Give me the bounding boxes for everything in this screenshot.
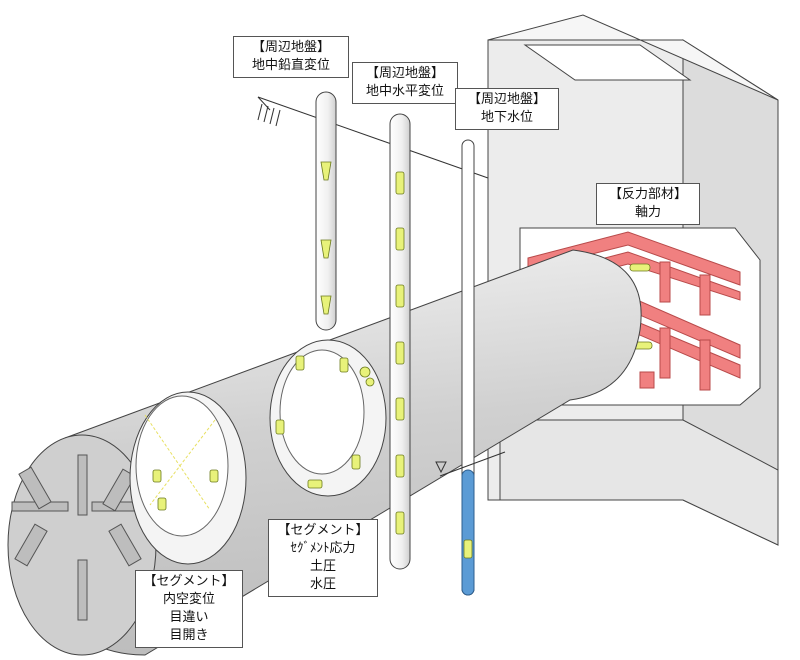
label-horizontal-title: 【周辺地盤】 [365,66,444,81]
label-segment-inner-line3: 目開き [169,628,209,643]
label-groundwater-title: 【周辺地盤】 [467,92,546,107]
label-reaction-title: 【反力部材】 [608,187,687,202]
label-horizontal-text: 地中水平変位 [365,84,444,99]
vertical-displacement-pipe [315,91,337,331]
label-segment-stress: 【セグメント】 ｾｸﾞﾒﾝﾄ応力 土圧 水圧 [268,519,378,597]
label-segment-stress-line2: 土圧 [309,559,336,574]
segment-ring-inner [129,391,247,565]
horizontal-displacement-pipe [389,113,411,570]
tunnel-front-face [7,434,157,656]
label-segment-inner-line1: 内空変位 [162,592,215,607]
label-vertical-text: 地中鉛直変位 [251,58,330,73]
label-vertical-displacement: 【周辺地盤】 地中鉛直変位 [233,36,349,78]
ground-surface [257,96,489,179]
water-level-icon [435,451,506,477]
label-reaction-member: 【反力部材】 軸力 [596,183,700,225]
label-groundwater-text: 地下水位 [480,110,533,125]
label-vertical-title: 【周辺地盤】 [251,40,330,55]
groundwater-pipe [435,139,506,596]
segment-ring-stress [269,339,387,497]
label-segment-stress-line1: ｾｸﾞﾒﾝﾄ応力 [290,541,356,556]
label-segment-inner-line2: 目違い [169,610,209,625]
label-segment-stress-title: 【セグメント】 [277,523,369,538]
label-segment-inner-title: 【セグメント】 [143,574,235,589]
label-groundwater: 【周辺地盤】 地下水位 [455,88,559,130]
label-horizontal-displacement: 【周辺地盤】 地中水平変位 [352,62,458,104]
label-reaction-text: 軸力 [634,205,661,220]
label-segment-stress-line3: 水圧 [309,577,336,592]
label-segment-inner: 【セグメント】 内空変位 目違い 目開き [135,570,243,648]
